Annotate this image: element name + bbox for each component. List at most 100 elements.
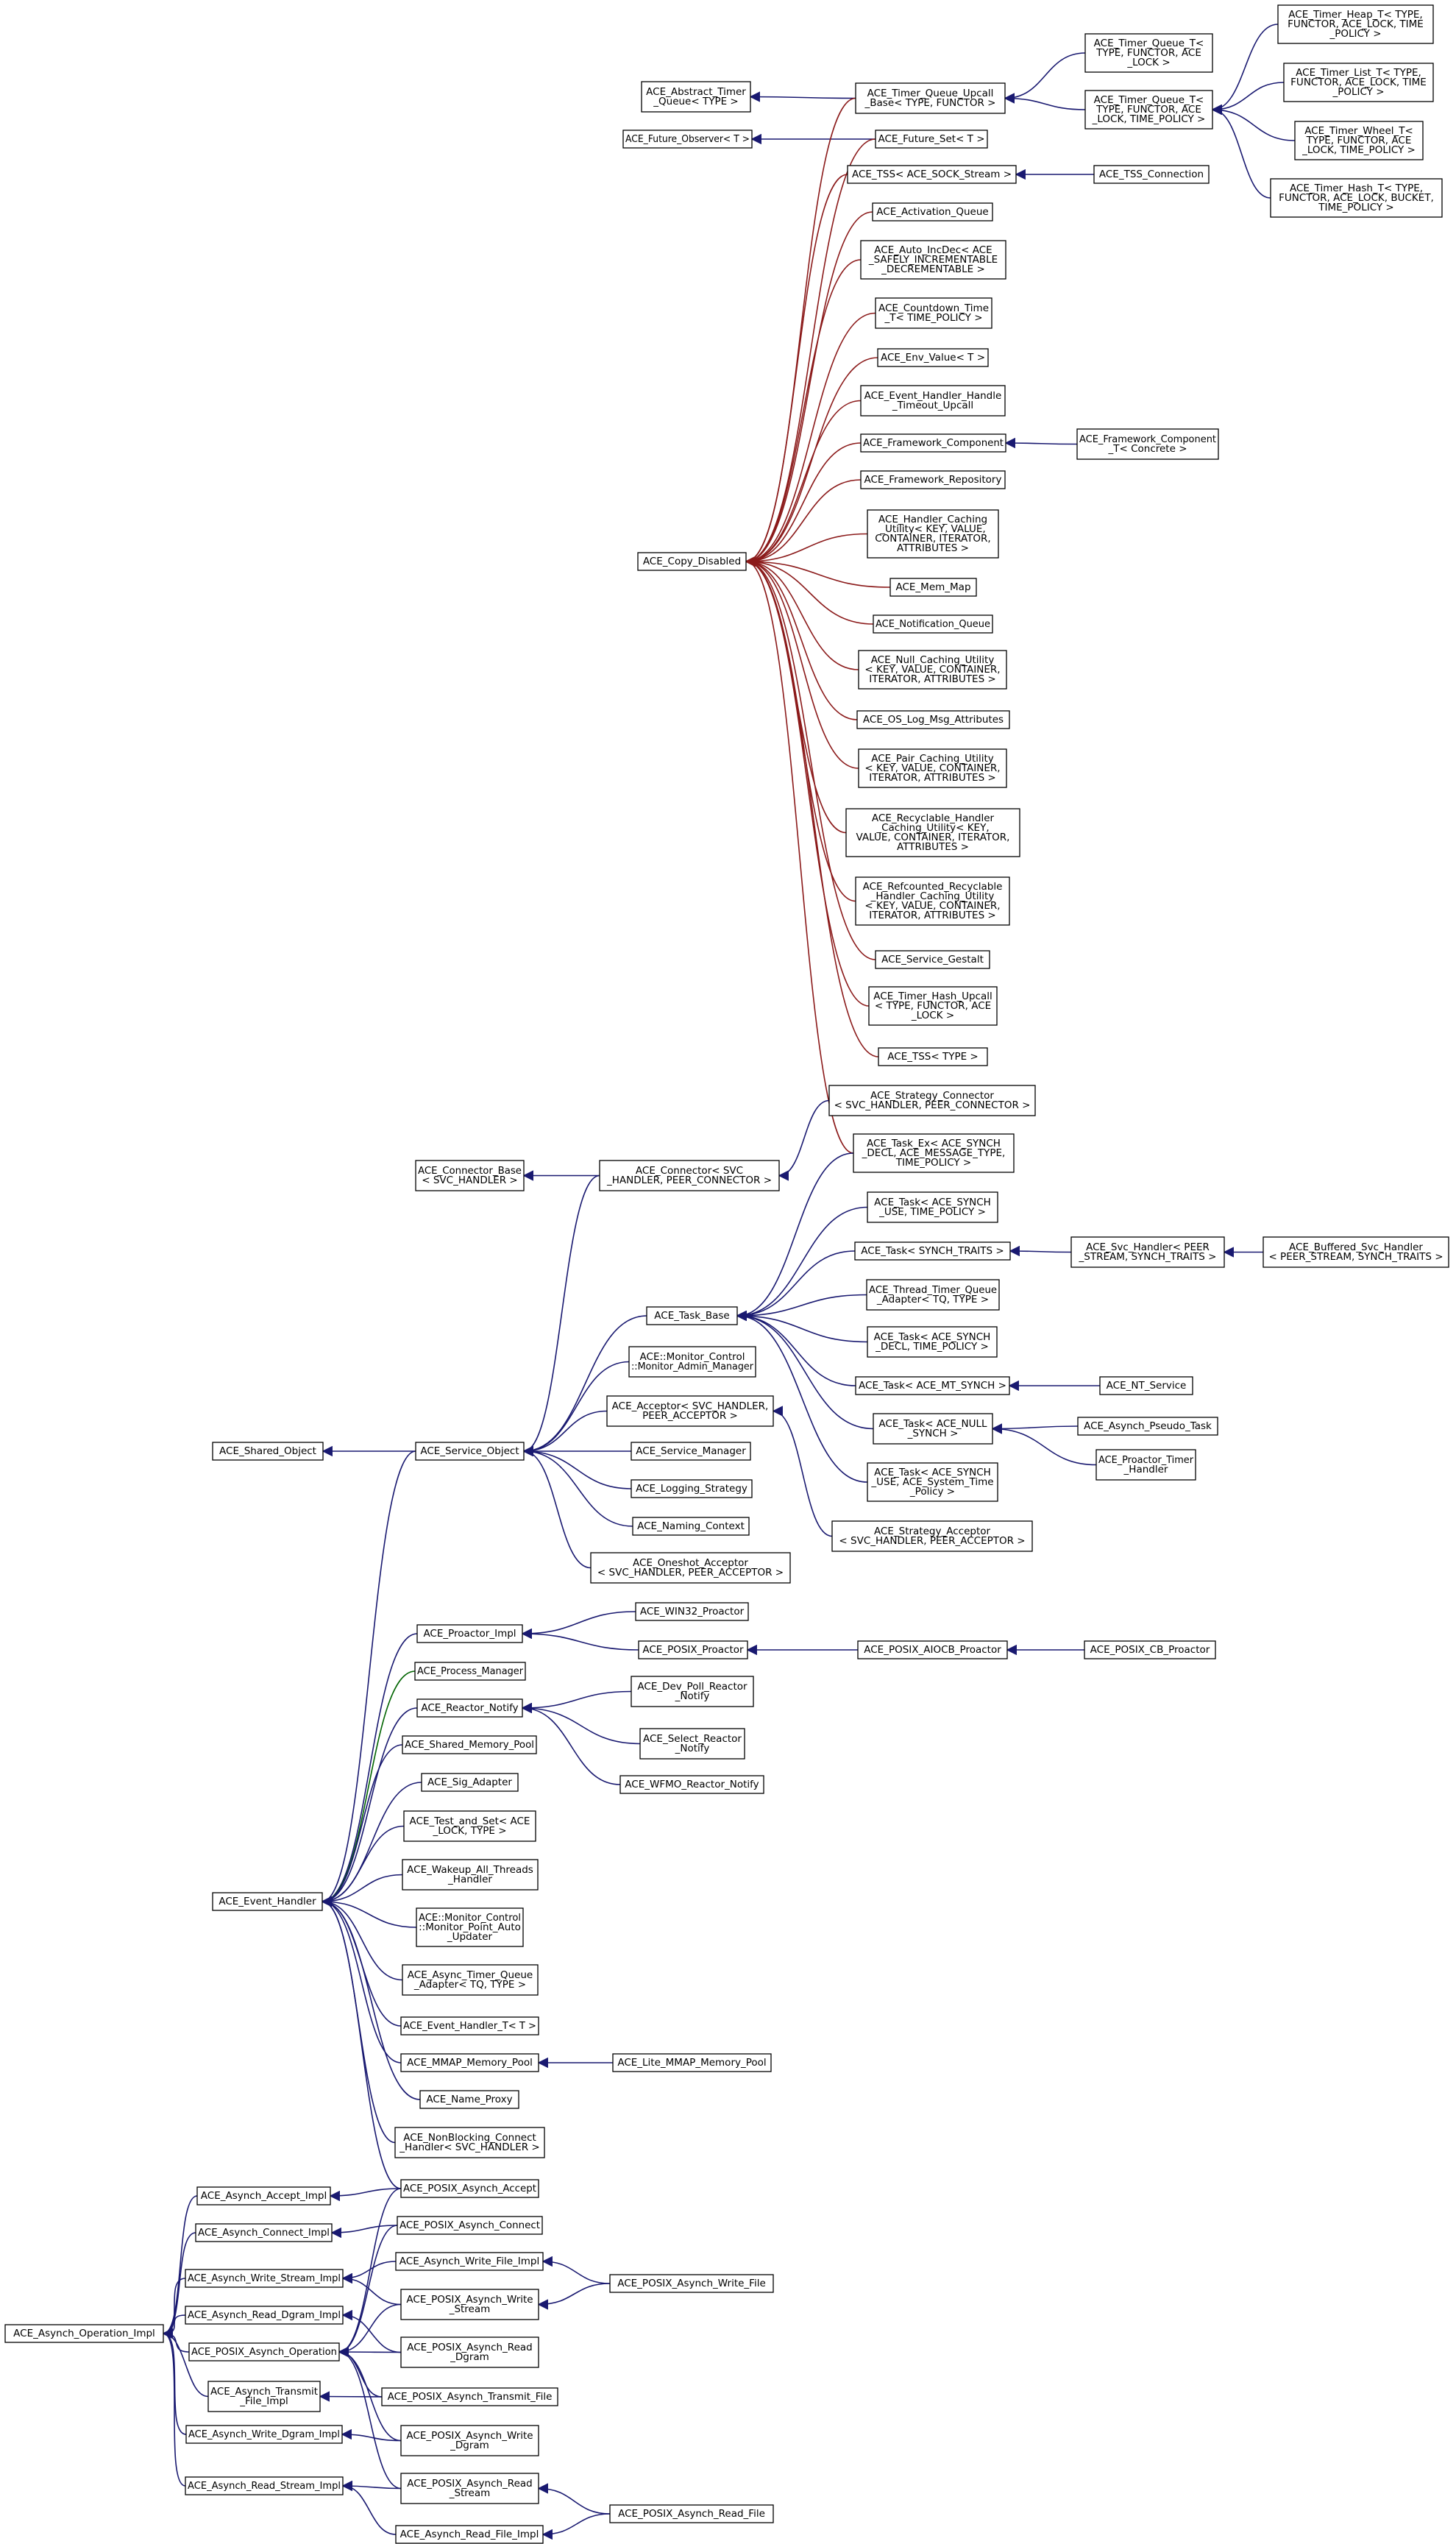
class-node-testset[interactable]: ACE_Test_and_Set< ACE_LOCK, TYPE > — [403, 1810, 536, 1842]
class-node-nameproxy[interactable]: ACE_Name_Proxy — [419, 2090, 519, 2109]
class-node-pxrfile[interactable]: ACE_POSIX_Asynch_Read_File — [609, 2504, 774, 2523]
class-node-wsimpl[interactable]: ACE_Asynch_Write_Stream_Impl — [185, 2269, 344, 2288]
class-node-proactortimer[interactable]: ACE_Proactor_Timer_Handler — [1095, 1449, 1196, 1481]
class-node-pxop[interactable]: ACE_POSIX_Asynch_Operation — [188, 2342, 340, 2361]
class-node-stratacc[interactable]: ACE_Strategy_Acceptor< SVC_HANDLER, PEER… — [831, 1520, 1033, 1552]
class-node-accimpl[interactable]: ACE_Asynch_Accept_Impl — [196, 2186, 331, 2205]
class-node-refrechcu[interactable]: ACE_Refcounted_Recyclable_Handler_Cachin… — [855, 876, 1010, 926]
class-node-asynctq[interactable]: ACE_Async_Timer_Queue_Adapter< TQ, TYPE … — [402, 1964, 539, 1996]
class-node-actq[interactable]: ACE_Activation_Queue — [872, 202, 993, 222]
class-node-pxtfile[interactable]: ACE_POSIX_Asynch_Transmit_File — [381, 2387, 558, 2406]
class-node-autoinc[interactable]: ACE_Auto_IncDec< ACE_SAFELY_INCREMENTABL… — [860, 240, 1006, 280]
class-node-connimpl[interactable]: ACE_Asynch_Connect_Impl — [195, 2223, 333, 2242]
class-node-rfimpl[interactable]: ACE_Asynch_Read_File_Impl — [395, 2525, 544, 2544]
class-node-futobs[interactable]: ACE_Future_Observer< T > — [622, 130, 753, 149]
class-node-notifq[interactable]: ACE_Notification_Queue — [873, 614, 993, 634]
class-node-stratconn[interactable]: ACE_Strategy_Connector< SVC_HANDLER, PEE… — [828, 1085, 1036, 1116]
class-node-tssconn[interactable]: ACE_TSS_Connection — [1093, 165, 1210, 184]
class-node-fwrepo[interactable]: ACE_Framework_Repository — [860, 470, 1006, 489]
class-node-oneshot[interactable]: ACE_Oneshot_Acceptor< SVC_HANDLER, PEER_… — [590, 1552, 791, 1584]
class-node-aiocb[interactable]: ACE_POSIX_AIOCB_Proactor — [857, 1640, 1008, 1659]
class-node-hcu[interactable]: ACE_Handler_Caching_Utility< KEY, VALUE,… — [867, 509, 999, 559]
class-node-nonblock[interactable]: ACE_NonBlocking_Connect_Handler< SVC_HAN… — [394, 2127, 545, 2158]
class-node-monpoint[interactable]: ACE::Monitor_Control::Monitor_Point_Auto… — [416, 1907, 524, 1947]
class-node-proimpl[interactable]: ACE_Proactor_Impl — [416, 1624, 523, 1643]
class-node-taskex[interactable]: ACE_Task_Ex< ACE_SYNCH_DECL, ACE_MESSAGE… — [853, 1133, 1015, 1173]
class-node-monadmin[interactable]: ACE::Monitor_Control::Monitor_Admin_Mana… — [628, 1346, 756, 1378]
class-node-tqt[interactable]: ACE_Timer_Queue_T<TYPE, FUNCTOR, ACE_LOC… — [1084, 33, 1213, 73]
class-node-pxwfile[interactable]: ACE_POSIX_Asynch_Write_File — [609, 2274, 774, 2293]
class-node-fwcomp[interactable]: ACE_Framework_Component — [860, 433, 1006, 453]
class-node-bufsvc[interactable]: ACE_Buffered_Svc_Handler< PEER_STREAM, S… — [1263, 1236, 1449, 1268]
class-node-memmap[interactable]: ACE_Mem_Map — [889, 578, 977, 597]
class-node-taskmt[interactable]: ACE_Task< ACE_MT_SYNCH > — [855, 1376, 1010, 1395]
class-node-fwcompt[interactable]: ACE_Framework_Component_T< Concrete > — [1076, 428, 1219, 460]
class-node-pxconnect[interactable]: ACE_POSIX_Asynch_Connect — [397, 2216, 543, 2235]
class-node-litemmap[interactable]: ACE_Lite_MMAP_Memory_Pool — [612, 2053, 772, 2072]
class-node-evhandler[interactable]: ACE_Event_Handler — [212, 1892, 323, 1911]
class-node-naming[interactable]: ACE_Naming_Context — [632, 1517, 750, 1536]
class-node-wfmo[interactable]: ACE_WFMO_Reactor_Notify — [619, 1775, 764, 1794]
class-node-paircu[interactable]: ACE_Pair_Caching_Utility< KEY, VALUE, CO… — [858, 748, 1007, 788]
class-node-ntsvc[interactable]: ACE_NT_Service — [1099, 1376, 1193, 1395]
class-node-envval[interactable]: ACE_Env_Value< T > — [877, 348, 989, 367]
class-node-tqb[interactable]: ACE_Timer_Queue_Upcall_Base< TYPE, FUNCT… — [855, 82, 1006, 114]
class-node-pxrstream[interactable]: ACE_POSIX_Asynch_Read_Stream — [400, 2473, 539, 2504]
class-node-countdown[interactable]: ACE_Countdown_Time_T< TIME_POLICY > — [875, 297, 992, 329]
class-node-rdimpl[interactable]: ACE_Asynch_Read_Dgram_Impl — [185, 2306, 344, 2325]
class-node-tasksynchdecl[interactable]: ACE_Task< ACE_SYNCH_DECL, TIME_POLICY > — [867, 1326, 998, 1358]
class-node-connector[interactable]: ACE_Connector< SVC_HANDLER, PEER_CONNECT… — [599, 1160, 780, 1191]
class-node-rsimpl[interactable]: ACE_Asynch_Read_Stream_Impl — [185, 2476, 344, 2495]
class-node-hash[interactable]: ACE_Timer_Hash_T< TYPE,FUNCTOR, ACE_LOCK… — [1270, 178, 1443, 218]
class-node-cbpro[interactable]: ACE_POSIX_CB_Proactor — [1084, 1640, 1216, 1659]
class-node-pxaccept[interactable]: ACE_POSIX_Asynch_Accept — [400, 2179, 539, 2198]
class-node-acceptor[interactable]: ACE_Acceptor< SVC_HANDLER,PEER_ACCEPTOR … — [606, 1395, 774, 1427]
class-node-list[interactable]: ACE_Timer_List_T< TYPE,FUNCTOR, ACE_LOCK… — [1283, 63, 1434, 102]
class-node-devpoll[interactable]: ACE_Dev_Poll_Reactor_Notify — [631, 1676, 754, 1707]
class-node-pxrdgram[interactable]: ACE_POSIX_Asynch_Read_Dgram — [400, 2336, 539, 2368]
class-node-nullcu[interactable]: ACE_Null_Caching_Utility< KEY, VALUE, CO… — [858, 650, 1007, 690]
class-node-futset[interactable]: ACE_Future_Set< T > — [875, 130, 988, 149]
class-node-sigadapt[interactable]: ACE_Sig_Adapter — [421, 1773, 519, 1792]
class-node-svcmgr[interactable]: ACE_Service_Manager — [631, 1442, 751, 1461]
class-node-wdimpl[interactable]: ACE_Asynch_Write_Dgram_Impl — [185, 2425, 343, 2444]
class-node-wakeup[interactable]: ACE_Wakeup_All_Threads_Handler — [402, 1859, 539, 1891]
class-node-heap[interactable]: ACE_Timer_Heap_T< TYPE,FUNCTOR, ACE_LOCK… — [1277, 4, 1434, 44]
class-node-posixpro[interactable]: ACE_POSIX_Proactor — [638, 1640, 748, 1659]
class-node-pxwdgram[interactable]: ACE_POSIX_Asynch_Write_Dgram — [400, 2425, 539, 2456]
class-node-oslog[interactable]: ACE_OS_Log_Msg_Attributes — [856, 710, 1010, 729]
class-node-tqt2[interactable]: ACE_Timer_Queue_T<TYPE, FUNCTOR, ACE_LOC… — [1084, 90, 1213, 130]
class-node-ehT[interactable]: ACE_Event_Handler_T< T > — [400, 2016, 539, 2035]
class-node-svcobj[interactable]: ACE_Service_Object — [415, 1442, 525, 1461]
class-node-selnotify[interactable]: ACE_Select_Reactor_Notify — [639, 1728, 745, 1760]
class-node-procmgr[interactable]: ACE_Process_Manager — [414, 1662, 526, 1681]
class-node-ehhto[interactable]: ACE_Event_Handler_Handle_Timeout_Upcall — [860, 385, 1006, 417]
class-node-apseudo[interactable]: ACE_Asynch_Pseudo_Task — [1077, 1417, 1218, 1436]
class-node-tasksystime[interactable]: ACE_Task< ACE_SYNCH_USE, ACE_System_Time… — [867, 1462, 998, 1502]
class-node-reactnotify[interactable]: ACE_Reactor_Notify — [416, 1698, 523, 1718]
class-node-thashup[interactable]: ACE_Timer_Hash_Upcall< TYPE, FUNCTOR, AC… — [868, 986, 998, 1026]
class-node-copydis[interactable]: ACE_Copy_Disabled — [637, 552, 747, 571]
class-node-wfimpl[interactable]: ACE_Asynch_Write_File_Impl — [395, 2252, 544, 2271]
class-node-tfimpl[interactable]: ACE_Asynch_Transmit_File_Impl — [207, 2381, 321, 2412]
class-node-win32pro[interactable]: ACE_WIN32_Proactor — [635, 1602, 749, 1621]
class-node-logstrat[interactable]: ACE_Logging_Strategy — [631, 1479, 753, 1498]
class-node-shmpool[interactable]: ACE_Shared_Memory_Pool — [402, 1735, 537, 1754]
class-node-rechcu[interactable]: ACE_Recyclable_Handler_Caching_Utility< … — [845, 808, 1020, 857]
class-node-tasknull[interactable]: ACE_Task< ACE_NULL_SYNCH > — [873, 1413, 993, 1445]
class-node-tasksynchuse[interactable]: ACE_Task< ACE_SYNCH_USE, TIME_POLICY > — [867, 1191, 998, 1223]
class-node-sharedobj[interactable]: ACE_Shared_Object — [212, 1442, 324, 1461]
class-node-connbase[interactable]: ACE_Connector_Base< SVC_HANDLER > — [415, 1160, 525, 1191]
class-node-pxwstream[interactable]: ACE_POSIX_Asynch_Write_Stream — [400, 2289, 539, 2320]
class-node-tasktraits[interactable]: ACE_Task< SYNCH_TRAITS > — [854, 1241, 1011, 1261]
class-node-threadtq[interactable]: ACE_Thread_Timer_Queue_Adapter< TQ, TYPE… — [866, 1279, 1000, 1311]
class-node-mmappool[interactable]: ACE_MMAP_Memory_Pool — [400, 2053, 539, 2072]
class-node-taskbase[interactable]: ACE_Task_Base — [646, 1306, 738, 1325]
class-node-svcgest[interactable]: ACE_Service_Gestalt — [875, 950, 990, 969]
class-node-tsssock[interactable]: ACE_TSS< ACE_SOCK_Stream > — [847, 165, 1017, 184]
class-node-opimpl[interactable]: ACE_Asynch_Operation_Impl — [4, 2324, 164, 2343]
class-node-tsstype[interactable]: ACE_TSS< TYPE > — [878, 1047, 988, 1066]
class-node-wheel[interactable]: ACE_Timer_Wheel_T<TYPE, FUNCTOR, ACE_LOC… — [1294, 121, 1424, 160]
class-node-abstq[interactable]: ACE_Abstract_Timer_Queue< TYPE > — [641, 81, 751, 113]
class-node-svchandler[interactable]: ACE_Svc_Handler< PEER_STREAM, SYNCH_TRAI… — [1070, 1236, 1225, 1268]
